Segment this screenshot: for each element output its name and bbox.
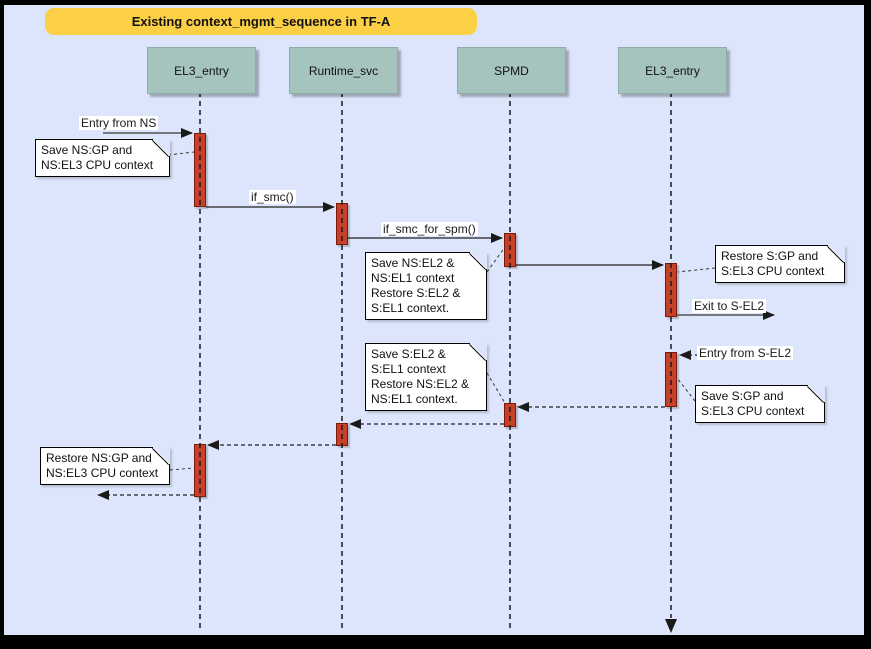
- message-label-exit-to-s-el2: Exit to S-EL2: [692, 299, 767, 313]
- note-save-s-gp: Save S:GP and S:EL3 CPU context: [695, 385, 825, 423]
- lifeline-end-arrow-icon: [665, 619, 677, 633]
- note-save-ns-el2: Save NS:EL2 & NS:EL1 context Restore S:E…: [365, 252, 487, 320]
- lifeline-label: Runtime_svc: [308, 63, 379, 78]
- note-restore-ns-gp: Restore NS:GP and NS:EL3 CPU context: [40, 447, 170, 485]
- note-connector: [677, 267, 716, 273]
- note-connector: [169, 467, 195, 471]
- lifeline-header-spmd: SPMD: [457, 47, 566, 94]
- lifeline-label: EL3_entry: [174, 63, 229, 78]
- note-restore-s-gp: Restore S:GP and S:EL3 CPU context: [715, 245, 845, 283]
- lifeline-label: EL3_entry: [645, 63, 700, 78]
- message-label-if-smc: if_smc(): [249, 190, 296, 204]
- lifeline-header-runtime-svc: Runtime_svc: [289, 47, 398, 94]
- activation-bar: [194, 133, 206, 207]
- note-connector: [676, 377, 696, 402]
- note-connector: [486, 246, 506, 273]
- note-save-s-el2: Save S:EL2 & S:EL1 context Restore NS:EL…: [365, 343, 487, 411]
- note-connector: [167, 151, 195, 156]
- activation-bar: [665, 352, 677, 407]
- diagram-title: Existing context_mgmt_sequence in TF-A: [45, 8, 477, 35]
- message-label-entry-from-ns: Entry from NS: [79, 116, 159, 130]
- lifeline-header-el3-entry-1: EL3_entry: [147, 47, 256, 94]
- message-label-if-smc-for-spm: if_smc_for_spm(): [381, 222, 478, 236]
- message-label-entry-from-s-el2: Entry from S-EL2: [697, 346, 794, 360]
- lifeline-header-el3-entry-2: EL3_entry: [618, 47, 727, 94]
- lifeline-label: SPMD: [494, 63, 529, 78]
- diagram-canvas: [4, 5, 864, 635]
- note-save-ns-gp: Save NS:GP and NS:EL3 CPU context: [35, 139, 170, 177]
- note-connector: [486, 372, 506, 404]
